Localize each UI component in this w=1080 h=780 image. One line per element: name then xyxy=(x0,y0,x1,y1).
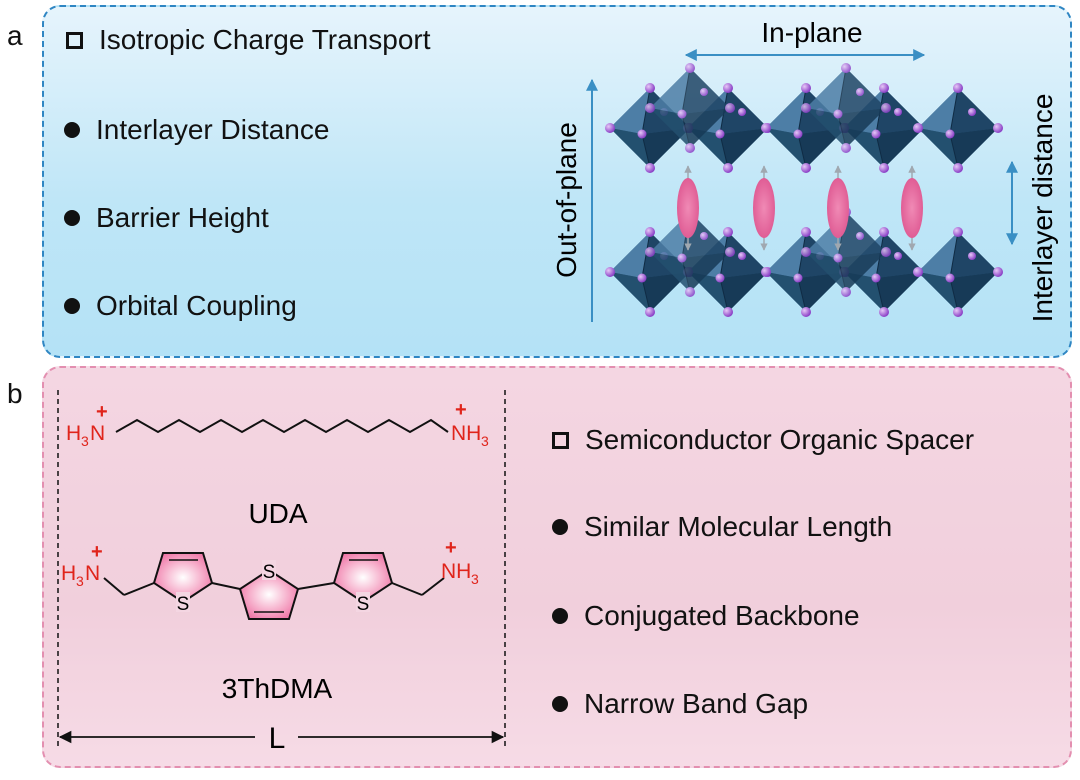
sulfur-label: S xyxy=(263,562,276,583)
top-perovskite-layer xyxy=(604,62,1004,174)
thiophene-ring xyxy=(152,552,214,604)
panel-a-heading: Isotropic Charge Transport xyxy=(66,24,431,56)
panel-a-bullet-1: Interlayer Distance xyxy=(64,114,329,146)
dot-bullet-icon xyxy=(552,608,568,624)
spacer-ellipse xyxy=(901,165,923,251)
uda-right-sub: 3 xyxy=(481,433,489,449)
3thdma-label: 3ThDMA xyxy=(222,673,333,704)
th-right-sub: 3 xyxy=(471,571,479,587)
th-left-sub: 3 xyxy=(76,573,84,589)
panel-a-bullet-2: Barrier Height xyxy=(64,202,269,234)
panel-a-bullet-3: Orbital Coupling xyxy=(64,290,297,322)
panel-a xyxy=(42,5,1072,358)
thiophene-ring xyxy=(238,568,300,620)
uda-left-h: H xyxy=(66,422,81,445)
thiophene-ring xyxy=(332,552,394,604)
length-label: L xyxy=(269,722,286,755)
uda-right-plus: + xyxy=(455,399,467,421)
th-left-plus: + xyxy=(91,541,103,563)
square-bullet-icon xyxy=(552,431,569,449)
panel-b-bullet-3: Narrow Band Gap xyxy=(552,688,808,720)
panel-b-bullet-1-text: Similar Molecular Length xyxy=(584,511,893,542)
organic-spacers xyxy=(677,165,923,251)
3thdma-molecule: S S S H 3 N + NH 3 + xyxy=(61,537,479,620)
uda-left-sub: 3 xyxy=(81,433,89,449)
uda-label: UDA xyxy=(248,498,307,529)
dot-bullet-icon xyxy=(552,696,568,712)
dot-bullet-icon xyxy=(64,122,80,138)
sulfur-label: S xyxy=(177,594,190,615)
dot-bullet-icon xyxy=(64,210,80,226)
panel-a-bullet-2-text: Barrier Height xyxy=(96,202,269,233)
spacer-ellipse xyxy=(827,165,849,251)
th-right-nh: NH xyxy=(441,560,471,583)
th-left-n: N xyxy=(85,562,100,585)
uda-right-nh: NH xyxy=(451,422,481,445)
spacer-ellipse xyxy=(677,165,699,251)
in-plane-label: In-plane xyxy=(761,17,862,48)
out-of-plane-label: Out-of-plane xyxy=(551,122,582,278)
panel-b-bullet-2-text: Conjugated Backbone xyxy=(584,600,860,631)
panel-b-heading: Semiconductor Organic Spacer xyxy=(552,424,974,456)
interlayer-label: Interlayer distance xyxy=(1027,94,1058,323)
uda-left-n: N xyxy=(90,422,105,445)
panel-a-bullet-3-text: Orbital Coupling xyxy=(96,290,297,321)
panel-b-letter: b xyxy=(7,378,23,409)
uda-molecule: H 3 N + NH 3 + xyxy=(66,399,489,449)
th-right-plus: + xyxy=(445,537,457,559)
panel-a-heading-text: Isotropic Charge Transport xyxy=(99,24,431,55)
panel-b-bullet-1: Similar Molecular Length xyxy=(552,511,892,543)
panel-b-bullet-3-text: Narrow Band Gap xyxy=(584,688,809,719)
dot-bullet-icon xyxy=(552,519,568,535)
dot-bullet-icon xyxy=(64,298,80,314)
spacer-ellipse xyxy=(753,165,775,251)
panel-a-bullet-1-text: Interlayer Distance xyxy=(96,114,330,145)
panel-a-letter: a xyxy=(7,20,23,51)
panel-b-bullet-2: Conjugated Backbone xyxy=(552,600,860,632)
uda-left-plus: + xyxy=(96,401,108,423)
square-bullet-icon xyxy=(66,31,83,49)
sulfur-label: S xyxy=(357,594,370,615)
panel-b-heading-text: Semiconductor Organic Spacer xyxy=(585,424,975,455)
bottom-perovskite-layer xyxy=(604,206,1004,318)
th-left-h: H xyxy=(61,562,76,585)
